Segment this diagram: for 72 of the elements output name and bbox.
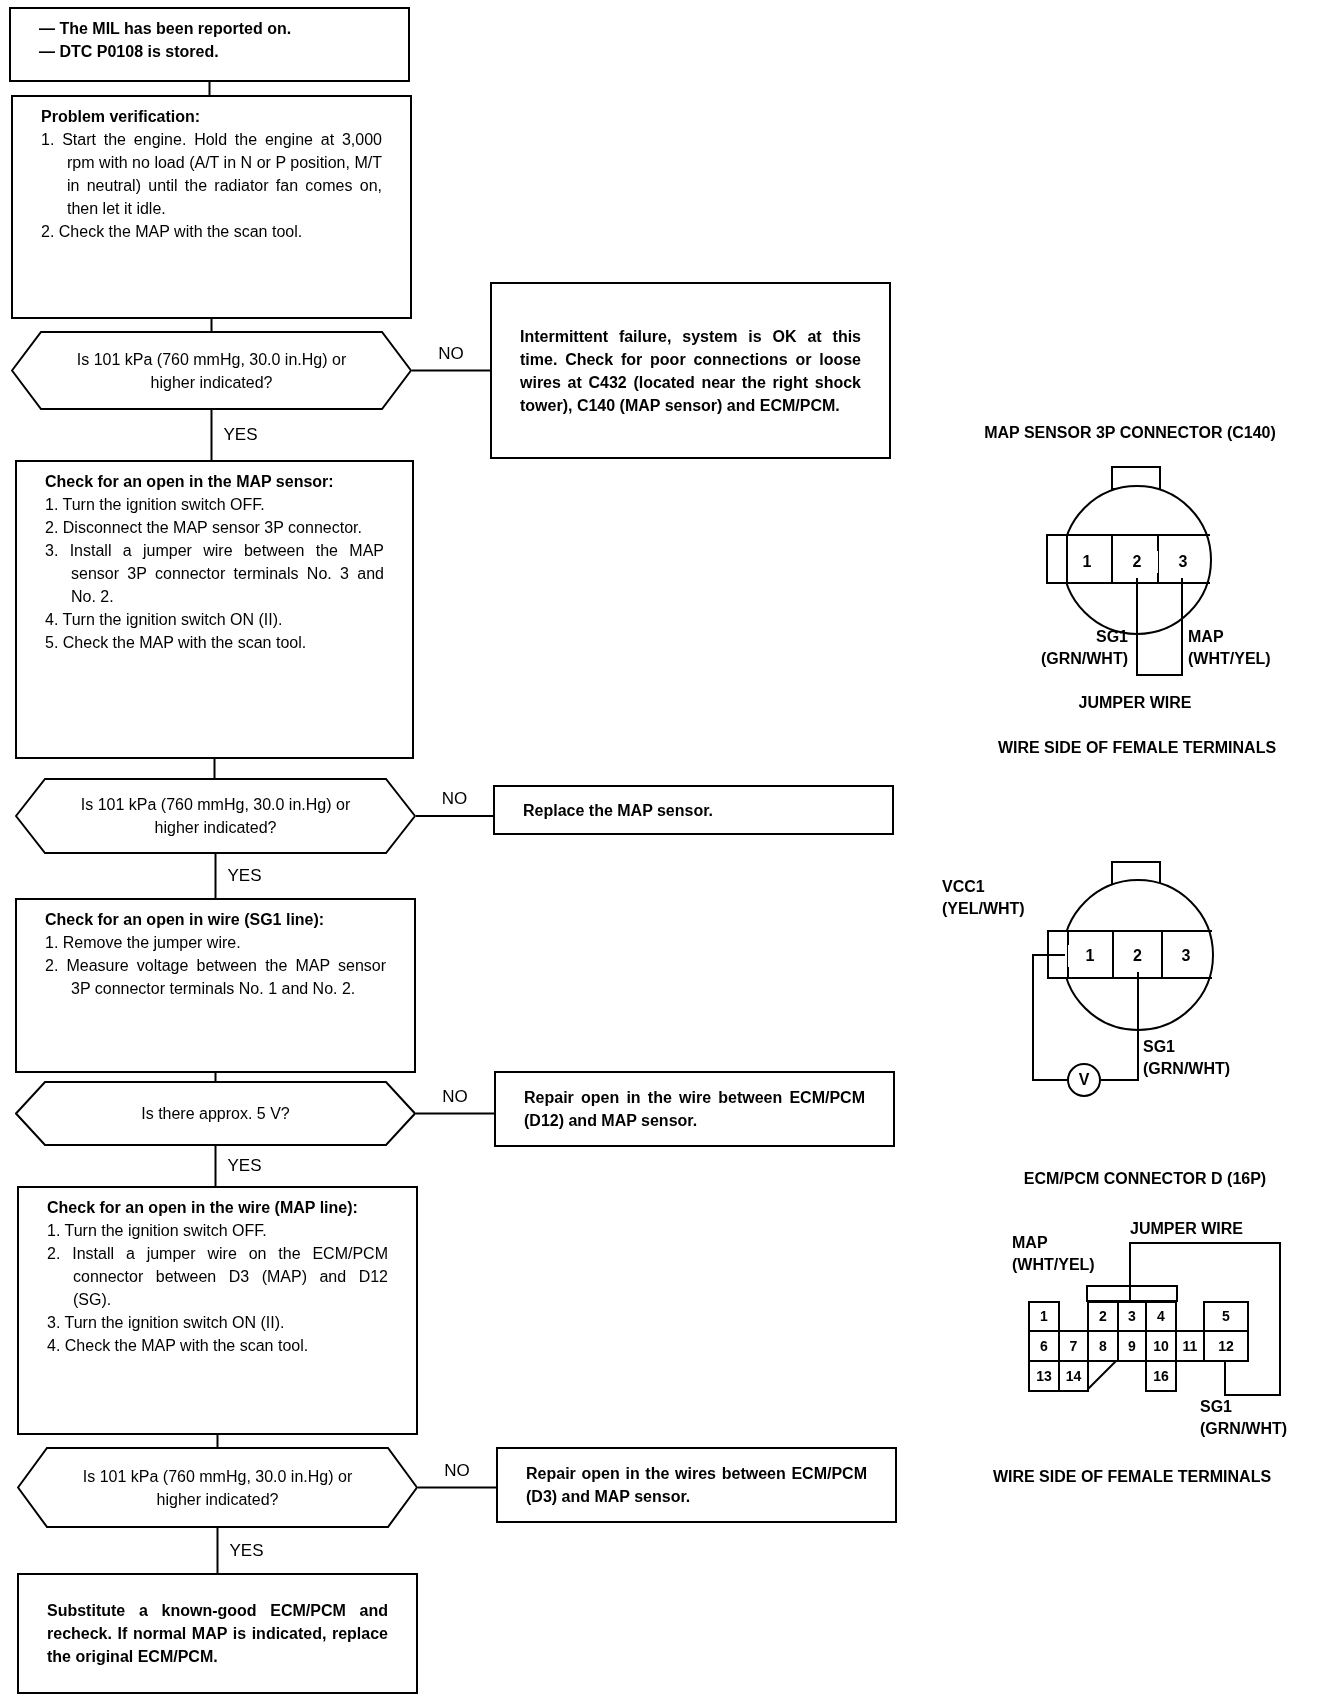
action-text: Replace the MAP sensor. [523,800,714,821]
terminal-cell: 14 [1058,1360,1089,1392]
diagram-heading: JUMPER WIRE [1130,1219,1244,1239]
step-text: 1. Remove the jumper wire. [45,933,242,953]
connector-line [417,1486,497,1489]
process-box [11,95,412,319]
action-box [17,1573,418,1694]
step-heading: Check for an open in the MAP sensor: [45,472,335,492]
wire-label: VCC1 (YEL/WHT) [942,877,1026,919]
action-text: Substitute a known-good ECM/PCM and recheck. If normal MAP is indicated, replace the original ECM/PCM. [47,1601,388,1667]
action-box [494,1071,895,1147]
step-text: 5. Check the MAP with the scan tool. [45,633,308,653]
step-text: 2. Check the MAP with the scan tool. [41,222,304,242]
terminal-cell: 12 [1203,1330,1249,1362]
connector-line [214,1145,217,1187]
terminal-cell: 5 [1203,1301,1249,1332]
status-text: — The MIL has been reported on. [39,19,293,39]
start-box [9,7,410,82]
step-text: 1. Start the engine. Hold the engine at 3,000 rpm with no load (A/T in N or P position, M/T in neutral) until the radiator fan comes on, then let it idle. [41,130,382,219]
step-text: 2. Disconnect the MAP sensor 3P connector. [45,518,363,538]
step-text: 3. Turn the ignition switch ON (II). [47,1313,286,1333]
process-box [15,898,416,1073]
action-text: Repair open in the wire between ECM/PCM (D12) and MAP sensor. [524,1088,865,1131]
action-text: Repair open in the wires between ECM/PCM (D3) and MAP sensor. [526,1464,867,1507]
wire-label: SG1 (GRN/WHT) [1039,627,1128,669]
connector-line [415,815,494,817]
diagram-heading: WIRE SIDE OF FEMALE TERMINALS [996,738,1278,758]
connector-line [415,1112,495,1115]
connector-line [210,318,213,332]
status-text: — DTC P0108 is stored. [39,42,220,62]
connector-line [411,369,491,372]
wire-label: MAP (WHT/YEL) [1188,627,1272,669]
diagram-heading: MAP SENSOR 3P CONNECTOR (C140) [983,423,1277,443]
action-text: Intermittent failure, system is OK at this time. Check for poor connections or loose wires at C432 (located near the right shock tower), C140 (MAP sensor) and ECM/PCM. [520,326,861,416]
terminal-cell: 4 [1145,1301,1177,1332]
question-text: Is there approx. 5 V? [141,1104,290,1124]
process-box [17,1186,418,1435]
connector-line [208,81,211,96]
diagram-heading: JUMPER WIRE [1077,693,1193,713]
connector-line [216,1434,219,1448]
connector-line [214,853,217,899]
process-box [15,460,414,759]
question-text: Is 101 kPa (760 mmHg, 30.0 in.Hg) or higher indicated? [81,1466,354,1510]
step-heading: Check for an open in wire (SG1 line): [45,910,326,930]
terminal-cell: 13 [1028,1360,1060,1392]
step-text: 1. Turn the ignition switch OFF. [45,495,266,515]
step-text: 2. Install a jumper wire on the ECM/PCM connector between D3 (MAP) and D12 (SG). [47,1244,388,1310]
step-text: 1. Turn the ignition switch OFF. [47,1221,268,1241]
question-text: Is 101 kPa (760 mmHg, 30.0 in.Hg) or higher indicated? [75,349,348,393]
terminal-cell: 11 [1175,1330,1205,1362]
step-text: 2. Measure voltage between the MAP sensor 3P connector terminals No. 1 and No. 2. [45,956,386,999]
wire-label: SG1 (GRN/WHT) [1143,1037,1232,1079]
terminal-cell: 16 [1145,1360,1177,1392]
connector-line [210,409,213,461]
terminal-cell: 1 [1028,1301,1060,1332]
connector-line [213,758,216,779]
step-text: 3. Install a jumper wire between the MAP sensor 3P connector terminals No. 3 and No. 2. [45,541,384,607]
action-box [490,282,891,459]
step-text: 4. Turn the ignition switch ON (II). [45,610,284,630]
step-heading: Check for an open in the wire (MAP line): [47,1198,359,1218]
step-heading: Problem verification: [41,107,202,127]
step-text: 4. Check the MAP with the scan tool. [47,1336,310,1356]
diagram-heading: WIRE SIDE OF FEMALE TERMINALS [991,1467,1273,1487]
action-box [496,1447,897,1523]
connector-line [216,1527,219,1574]
action-box [493,785,894,835]
question-text: Is 101 kPa (760 mmHg, 30.0 in.Hg) or higher indicated? [79,795,352,838]
wire-label: SG1 (GRN/WHT) [1200,1397,1289,1439]
wire-label: MAP (WHT/YEL) [1012,1233,1096,1275]
voltmeter-symbol: V [1067,1063,1101,1097]
diagram-heading: ECM/PCM CONNECTOR D (16P) [1022,1169,1268,1189]
connector-line [214,1072,217,1082]
